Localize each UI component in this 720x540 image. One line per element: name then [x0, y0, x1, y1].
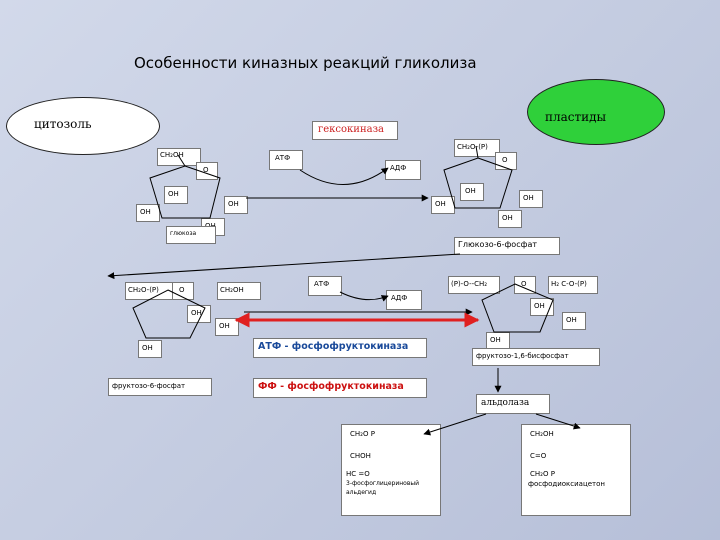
- glucose-ch2oh: CH₂OH: [160, 151, 184, 159]
- g6p-ring: [443, 157, 513, 209]
- plastids-label: пластиды: [545, 110, 607, 124]
- g6p-oh1: OH: [465, 187, 476, 195]
- pp-pfk-box: [253, 378, 427, 398]
- f16bp-name-box: [472, 348, 600, 366]
- f16bp-oh2: OH: [566, 316, 577, 324]
- f6p-ch2oh-box: [217, 282, 261, 300]
- g6p-oh2: OH: [523, 194, 534, 202]
- gap-l3: HC =O: [346, 470, 370, 478]
- glucose-o: O: [203, 166, 209, 174]
- gap-name1: 3-фосфоглицериновый: [346, 480, 420, 487]
- cytosol-ellipse: [6, 97, 160, 155]
- glucose-oh2: OH: [228, 200, 239, 208]
- gap-box: [341, 424, 441, 516]
- f6p-oh3-box: [138, 340, 162, 358]
- g6p-oh3: OH: [435, 200, 446, 208]
- atp-pfk-box: [253, 338, 427, 358]
- atp-label-hexo: АТФ: [275, 154, 291, 162]
- f16bp-name: фруктозо-1,6-бисфосфат: [476, 352, 569, 360]
- f6p-oh3: OH: [142, 344, 153, 352]
- g6p-oh1-box: [460, 183, 484, 201]
- g6p-name: Глюкозо-6-фосфат: [458, 240, 537, 249]
- glucose-ring: [149, 165, 221, 219]
- glucose-oh1: OH: [168, 190, 179, 198]
- f6p-name-box: [108, 378, 212, 396]
- g6p-ch2op: CH₂O-(P): [457, 143, 488, 151]
- aldolase-box: [476, 394, 550, 414]
- f6p-ch2op: CH₂O-(P): [128, 286, 159, 294]
- f16bp-ring: [481, 283, 554, 333]
- to-dhap-arrow: [535, 413, 581, 430]
- cytosol-label: цитозоль: [34, 117, 92, 131]
- f16bp-left: (P)-O--CH₂: [451, 280, 488, 288]
- slide-title: Особенности киназных реакций гликолиза: [134, 54, 477, 72]
- glucose-name: глюкоза: [170, 230, 197, 237]
- f6p-o-box: [172, 282, 194, 300]
- atp-label-pfk: АТФ: [314, 280, 330, 288]
- f6p-oh1: OH: [191, 309, 202, 317]
- g6p-oh4: OH: [502, 214, 513, 222]
- hexokinase-curve-arrow: [299, 167, 389, 185]
- to-gap-arrow: [423, 413, 487, 436]
- f16bp-oh2-box: [562, 312, 586, 330]
- gap-l1: CH₂O P: [350, 430, 375, 438]
- hexokinase-label: гексокиназа: [318, 124, 384, 135]
- f6p-ring: [132, 289, 206, 339]
- glucose-oh1-box: [164, 186, 188, 204]
- g6p-oh4-box: [498, 210, 522, 228]
- glucose-oh3: OH: [140, 208, 151, 216]
- g6p-name-box: [454, 237, 560, 255]
- f6p-oh2: OH: [219, 322, 230, 330]
- g6p-oh2-box: [519, 190, 543, 208]
- f16bp-o-box: [514, 276, 536, 294]
- glucose-oh2-box: [224, 196, 248, 214]
- aldolase-label: альдолаза: [481, 398, 530, 408]
- dhap-box: [521, 424, 631, 516]
- f6p-ch2oh: CH₂OH: [220, 286, 244, 294]
- hexokinase-box: [312, 121, 398, 140]
- atp-pfk-label: АТФ - фосфофруктокиназа: [258, 341, 409, 352]
- g6p-to-f6p-arrow: [107, 253, 461, 280]
- glucose-oh3-box: [136, 204, 160, 222]
- f16bp-right: H₂ C-O-(P): [551, 280, 587, 288]
- g6p-ch2op-box: [454, 139, 500, 157]
- f6p-name: фруктозо-6-фосфат: [112, 382, 186, 390]
- glucose-name-box: [166, 226, 216, 244]
- plastids-ellipse: [527, 79, 665, 145]
- f16bp-oh3: OH: [490, 336, 501, 344]
- dhap-l2: C=O: [530, 452, 547, 460]
- gap-l2: CHOH: [350, 452, 371, 460]
- dhap-name: фосфодиоксиацетон: [528, 480, 605, 488]
- atp-box-hexo: [269, 150, 303, 170]
- f16bp-oh1: OH: [534, 302, 545, 310]
- pfk-curve-arrow: [339, 291, 389, 302]
- adp-label-pfk: АДФ: [391, 294, 408, 302]
- atp-box-pfk: [308, 276, 342, 296]
- dhap-l3: CH₂O P: [530, 470, 555, 478]
- f16bp-o: O: [521, 280, 527, 288]
- f6p-o: O: [179, 286, 185, 294]
- f16bp-right-box: [548, 276, 598, 294]
- adp-label-hexo: АДФ: [390, 164, 407, 172]
- dhap-l1: CH₂OH: [530, 430, 554, 438]
- f16bp-left-box: [448, 276, 500, 294]
- g6p-o: O: [502, 156, 508, 164]
- gap-name2: альдегид: [346, 489, 377, 496]
- pp-pfk-label: ФФ - фосфофруктокиназа: [258, 381, 404, 392]
